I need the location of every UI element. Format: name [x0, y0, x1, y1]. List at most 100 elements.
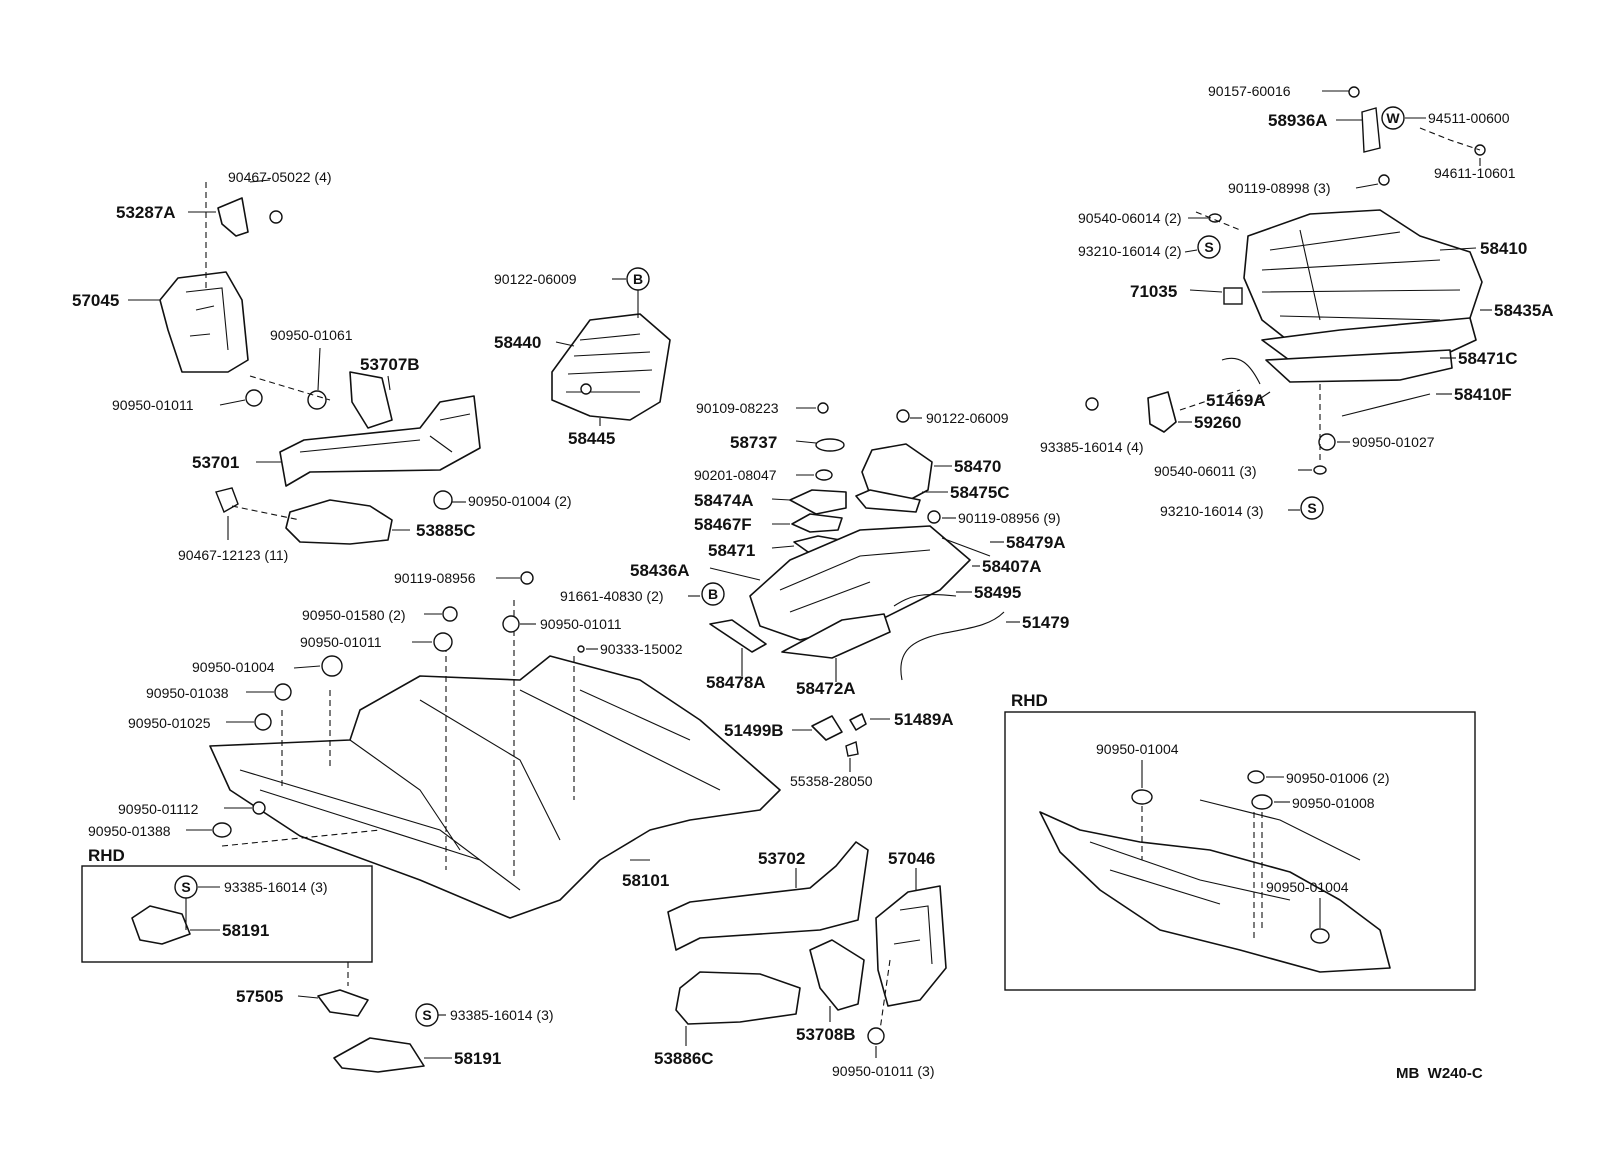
- circle-s1: [1197, 235, 1221, 259]
- plug-90950-01004-2-shape: [433, 490, 453, 510]
- rhd-right-floor-detail: [1089, 799, 1361, 905]
- nut-90201-08047-shape: [815, 469, 833, 481]
- label-58472a: 58472A: [796, 679, 856, 698]
- label-53708b: 53708B: [796, 1025, 856, 1044]
- washer-90540-06014-shape: [1208, 213, 1222, 223]
- label-90950-01027: 90950-01027: [1352, 434, 1435, 450]
- leader-dash-53885c: [231, 505, 301, 521]
- label-53287a: 53287A: [116, 203, 176, 222]
- strap-58410f-shape: [1341, 393, 1431, 417]
- leader-dash-90950-01011-3: [879, 959, 891, 1031]
- label-90950-01011-a: 90950-01011: [112, 397, 194, 413]
- leader-dash-53701: [249, 375, 331, 401]
- label-53886c: 53886C: [654, 1049, 714, 1068]
- label-90109-08223: 90109-08223: [696, 400, 779, 416]
- leader-dash-59260: [1179, 389, 1241, 411]
- boot-58440-shape: [551, 313, 671, 421]
- label-71035: 71035: [1130, 282, 1177, 301]
- label-53702: 53702: [758, 849, 805, 868]
- label-51469a: 51469A: [1206, 391, 1266, 410]
- label-90950-01061: 90950-01061: [270, 327, 353, 343]
- label-rhd-90950-01006: 90950-01006 (2): [1286, 770, 1390, 786]
- tube-58495-shape: [893, 593, 957, 607]
- label-90950-01011-c: 90950-01011: [300, 634, 382, 650]
- plug-90950-01011-3-shape: [867, 1027, 885, 1045]
- label-93385-16014-3a: 93385-16014 (3): [224, 879, 328, 895]
- circle-s3-letter: S: [181, 879, 190, 895]
- label-58936a: 58936A: [1268, 111, 1328, 130]
- plug-90950-01011-shape: [245, 389, 263, 407]
- label-90950-01004-a: 90950-01004: [192, 659, 275, 675]
- bolt-90122-06009-b-shape: [896, 409, 910, 423]
- label-51489a: 51489A: [894, 710, 954, 729]
- label-58495: 58495: [974, 583, 1021, 602]
- leader-lines: [128, 90, 1492, 1059]
- protector-58471c-shape: [1265, 349, 1453, 383]
- plug-90950-01061-shape: [307, 390, 327, 410]
- label-90540-06011: 90540-06011 (3): [1154, 463, 1256, 479]
- floor-58101-guide-6: [221, 829, 381, 847]
- label-90540-06014: 90540-06014 (2): [1078, 210, 1182, 226]
- label-58410f: 58410F: [1454, 385, 1512, 404]
- circle-s1-letter: S: [1204, 239, 1213, 255]
- label-90467-12123: 90467-12123 (11): [178, 547, 288, 563]
- label-55358-28050: 55358-28050: [790, 773, 873, 789]
- label-93385-16014-4: 93385-16014 (4): [1040, 439, 1144, 455]
- bolt-90109-08223-shape: [817, 402, 829, 414]
- label-90119-08956-9: 90119-08956 (9): [958, 510, 1060, 526]
- insulator-53885c-shape: [285, 499, 393, 545]
- hose-51469a-shape: [1221, 357, 1261, 385]
- label-58101: 58101: [622, 871, 669, 890]
- rhd-plug-90950-01004-a-shape: [1131, 789, 1153, 805]
- bolt-90119-08956-9-shape: [927, 510, 941, 524]
- label-rhd-90950-01004-a: 90950-01004: [1096, 741, 1179, 757]
- label-51499b: 51499B: [724, 721, 784, 740]
- label-58478a: 58478A: [706, 673, 766, 692]
- rhd-plug-90950-01004-b-shape: [1310, 928, 1330, 944]
- label-58737: 58737: [730, 433, 777, 452]
- label-57045: 57045: [72, 291, 119, 310]
- label-58445: 58445: [568, 429, 615, 448]
- plate-58474a-shape: [789, 489, 847, 515]
- circle-b2-letter: B: [708, 586, 718, 602]
- plug-90950-01025-shape: [254, 713, 272, 731]
- circle-b1-letter: B: [633, 271, 643, 287]
- clip-51489a-shape: [849, 713, 867, 731]
- rhd-plug-90950-01008-shape: [1251, 794, 1273, 810]
- label-90122-06009-a: 90122-06009: [494, 271, 577, 287]
- bracket-58478a-shape: [709, 619, 767, 653]
- label-90950-01011-b: 90950-01011: [540, 616, 622, 632]
- diagram-code: MB W240-C: [1396, 1065, 1483, 1082]
- label-90467-05022: 90467-05022 (4): [228, 169, 332, 185]
- label-90201-08047: 90201-08047: [694, 467, 777, 483]
- member-53701-detail: [299, 413, 471, 453]
- label-58474a: 58474A: [694, 491, 754, 510]
- circle-w-letter: W: [1386, 110, 1400, 126]
- label-58435a: 58435A: [1494, 301, 1554, 320]
- plug-b-58440-marker: [580, 383, 592, 395]
- label-58410: 58410: [1480, 239, 1527, 258]
- circle-s2: [1300, 496, 1324, 520]
- bolt-93385-16014-4-shape: [1085, 397, 1099, 411]
- label-58471: 58471: [708, 541, 755, 560]
- label-58191-b: 58191: [454, 1049, 501, 1068]
- panel-58407a-shape: [749, 525, 971, 641]
- panel-57046-detail: [893, 905, 933, 965]
- label-58191-a: 58191: [222, 921, 269, 940]
- label-58470: 58470: [954, 457, 1001, 476]
- label-58436a: 58436A: [630, 561, 690, 580]
- bracket-53287a-shape: [217, 197, 249, 237]
- label-53701: 53701: [192, 453, 239, 472]
- panel-58407a-detail: [779, 549, 931, 613]
- clip-55358-28050-shape: [845, 741, 859, 757]
- bolt-90119-08998-shape: [1378, 174, 1390, 186]
- boot-58440-detail: [566, 333, 653, 393]
- member-53701-shape: [279, 395, 481, 487]
- rhd-plug-90950-01006-shape: [1247, 770, 1265, 784]
- rhd-inset-left-label: RHD: [88, 846, 125, 865]
- label-rhd-90950-01008: 90950-01008: [1292, 795, 1375, 811]
- retainer-58475c-shape: [855, 489, 921, 513]
- strap-59260-shape: [1147, 391, 1177, 433]
- rhd-right-floor-shape: [1039, 811, 1391, 973]
